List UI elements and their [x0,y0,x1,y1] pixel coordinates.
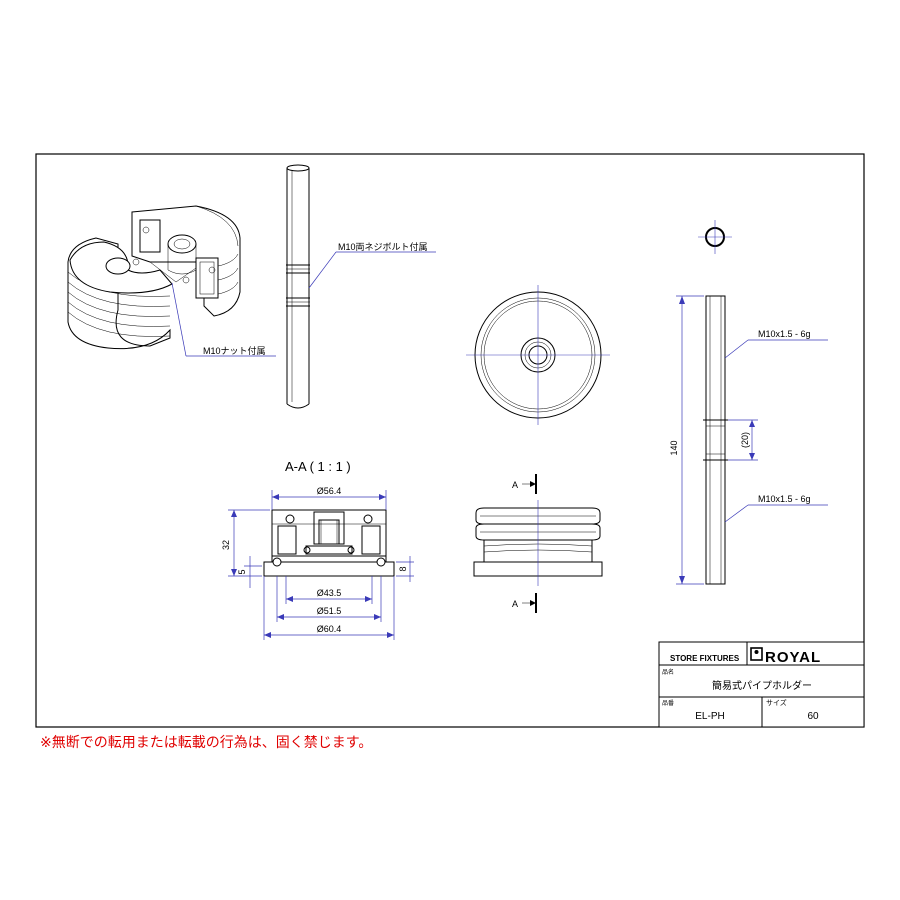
front-elevation-view: A A [473,474,603,613]
dim-height: 32 [221,540,231,550]
copyright-notice: ※無断での転用または転載の行為は、固く禁じます。 [40,735,373,751]
thread-top-note: M10x1.5 - 6g [758,329,811,339]
dim-middle: (20) [740,432,750,448]
royal-logo-mark [750,647,763,661]
threaded-stud-view: M10両ネジボルト付属 [286,164,436,409]
section-a-a-view: A-A ( 1 : 1 ) Ø56.4 32 5 [221,459,414,640]
section-marker-bottom: A [512,599,518,609]
nut-note: M10ナット付属 [203,346,266,356]
dim-5: 5 [237,569,247,574]
title-block: STORE FIXTURES ROYAL 品名 簡易式パイプホルダー 品番 EL… [658,641,865,728]
dim-d60: Ø60.4 [317,624,342,634]
stud-note: M10両ネジボルト付属 [338,242,428,252]
size-label: サイズ [766,698,787,707]
isometric-cutaway-view: M10ナット付属 [67,205,276,357]
section-title: A-A ( 1 : 1 ) [285,459,351,474]
size-value: 60 [807,711,819,722]
section-marker-top: A [512,480,518,490]
dim-d56: Ø56.4 [317,486,342,496]
thread-bottom-note: M10x1.5 - 6g [758,494,811,504]
dim-d51: Ø51.5 [317,606,342,616]
dim-8: 8 [398,566,408,571]
plan-view [466,285,610,425]
stud-side-view: 140 (20) M10x1.5 - 6g M10x1.5 - 6g [669,295,828,585]
stud-top-view [698,220,732,254]
company-caption: STORE FIXTURES [670,654,740,663]
dim-d43: Ø43.5 [317,588,342,598]
dim-total-length: 140 [669,440,679,455]
code-label: 品番 [662,700,674,707]
code-value: EL-PH [695,711,724,722]
name-label: 品名 [662,668,674,676]
drawing-frame [35,153,865,728]
name-value: 簡易式パイプホルダー [712,679,812,692]
brand-name: ROYAL [765,649,821,666]
